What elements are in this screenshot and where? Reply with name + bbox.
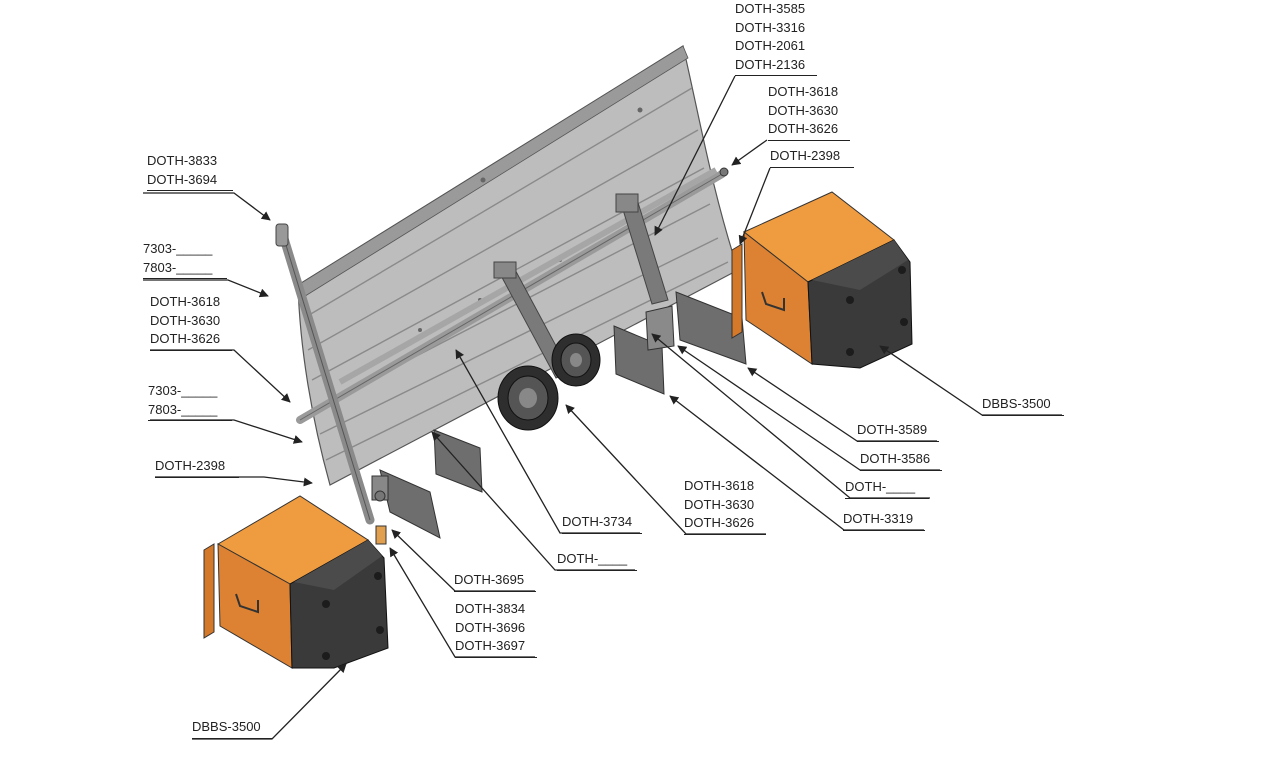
label-text: DOTH-3618 xyxy=(684,478,755,493)
label-text: DOTH-2136 xyxy=(735,56,806,72)
label-fin-middle: DOTH-3586 xyxy=(860,450,942,471)
label-pole-base-group: DOTH-3834 DOTH-3696 DOTH-3697 xyxy=(455,600,537,658)
label-text: DOTH-3618 xyxy=(150,294,221,309)
label-pole-bottom: DOTH-3695 xyxy=(454,571,536,592)
label-text: DOTH-3626 xyxy=(684,515,755,530)
label-text: 7303-_____ xyxy=(148,383,218,398)
label-text: DOTH-3695 xyxy=(454,572,525,587)
label-text: DOTH-____ xyxy=(845,479,916,494)
left-mount-box xyxy=(203,495,389,669)
label-fin-blank: DOTH-____ xyxy=(845,478,929,499)
label-left-axle-group: DOTH-3618 DOTH-3630 DOTH-3626 xyxy=(150,293,232,351)
label-left-mount: DOTH-2398 xyxy=(155,457,239,478)
label-text: DOTH-3834 xyxy=(455,601,526,616)
trip-springs xyxy=(497,333,601,431)
label-text: DOTH-3585 xyxy=(735,1,806,16)
label-text: DOTH-____ xyxy=(557,551,628,566)
label-fin-lower: DOTH-3319 xyxy=(843,510,925,531)
label-text: DOTH-2398 xyxy=(770,148,841,163)
label-text: DBBS-3500 xyxy=(192,719,261,734)
label-text: DOTH-3626 xyxy=(150,331,221,346)
label-left-box: DBBS-3500 xyxy=(192,718,272,739)
hinge-rods xyxy=(296,167,729,424)
label-text: DOTH-3319 xyxy=(843,511,914,526)
label-text: DOTH-3618 xyxy=(768,84,839,99)
label-text: DOTH-3589 xyxy=(857,422,928,437)
pole-base-bracket xyxy=(371,475,389,545)
label-left-plate-upper: 7303-_____ 7803-_____ xyxy=(143,240,227,279)
label-top-group: DOTH-3585 DOTH-3316 DOTH-2061 DOTH-2136 xyxy=(735,0,817,76)
label-text: 7803-_____ xyxy=(148,401,218,417)
trip-arms xyxy=(493,193,669,379)
label-left-pole-top: DOTH-3833 DOTH-3694 xyxy=(147,152,233,191)
label-text: DOTH-3697 xyxy=(455,638,526,653)
label-text: DOTH-3630 xyxy=(768,102,839,118)
label-right-axle-group: DOTH-3618 DOTH-3630 DOTH-3626 xyxy=(768,83,850,141)
marker-pole xyxy=(275,223,375,525)
label-left-plate-lower: 7303-_____ 7803-_____ xyxy=(148,382,232,421)
label-text: DOTH-3316 xyxy=(735,19,806,35)
label-text: DOTH-3626 xyxy=(768,121,839,136)
label-text: DOTH-3734 xyxy=(562,514,633,529)
label-right-box: DBBS-3500 xyxy=(982,395,1064,416)
right-mount-box xyxy=(731,191,913,369)
label-fin-upper: DOTH-3589 xyxy=(857,421,939,442)
label-center-axle-group: DOTH-3618 DOTH-3630 DOTH-3626 xyxy=(684,477,766,535)
label-text: DOTH-3696 xyxy=(455,619,526,635)
moldboard xyxy=(297,45,739,486)
label-right-mount: DOTH-2398 xyxy=(770,147,854,168)
label-spring: DOTH-3734 xyxy=(562,513,642,534)
label-center-blank: DOTH-____ xyxy=(557,550,637,571)
label-text: DOTH-3833 xyxy=(147,153,218,168)
label-text: DOTH-3630 xyxy=(684,496,755,512)
label-text: DOTH-3694 xyxy=(147,171,218,187)
label-text: 7803-_____ xyxy=(143,259,213,275)
label-text: DOTH-2398 xyxy=(155,458,226,473)
label-text: DOTH-3630 xyxy=(150,312,221,328)
label-text: DOTH-2061 xyxy=(735,38,806,53)
label-text: 7303-_____ xyxy=(143,241,213,256)
label-text: DOTH-3586 xyxy=(860,451,931,466)
label-text: DBBS-3500 xyxy=(982,396,1051,411)
